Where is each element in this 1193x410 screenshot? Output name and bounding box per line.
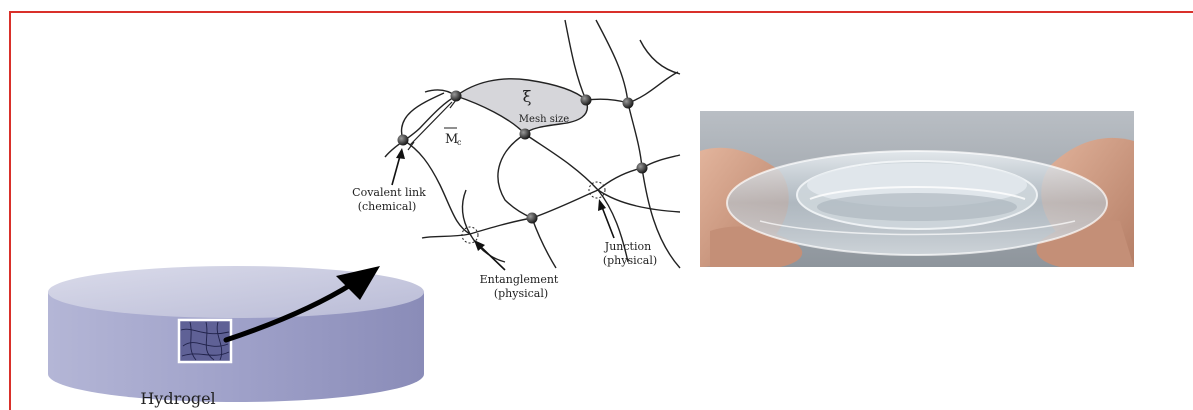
entanglement-pointer-arrow (474, 240, 505, 270)
mc-label-sub: c (457, 138, 462, 147)
mc-label: M c (444, 128, 462, 147)
node (398, 135, 409, 146)
hydrogel-dish-photo (700, 111, 1134, 267)
junction-pointer-arrow (598, 199, 614, 238)
mesh-size-label: Mesh size (519, 114, 570, 125)
hydrogel-label: Hydrogel (140, 389, 215, 408)
node (623, 98, 634, 109)
junction-label: Junction (604, 240, 651, 253)
node (451, 91, 462, 102)
covalent-link-type-label: (chemical) (358, 200, 417, 213)
covalent-pointer-arrow (392, 148, 405, 185)
polymer-network (385, 20, 680, 268)
entanglement-type-label: (physical) (494, 287, 548, 300)
node (520, 129, 531, 140)
node (527, 213, 538, 224)
sample-window (179, 320, 231, 362)
covalent-link-label: Covalent link (352, 186, 426, 199)
entanglement-label: Entanglement (480, 273, 559, 286)
junction-type-label: (physical) (603, 254, 657, 267)
polymer-chains (385, 20, 680, 268)
xi-label: ξ (523, 87, 532, 106)
photo-illustration (700, 111, 1134, 267)
node (637, 163, 648, 174)
node (581, 95, 592, 106)
